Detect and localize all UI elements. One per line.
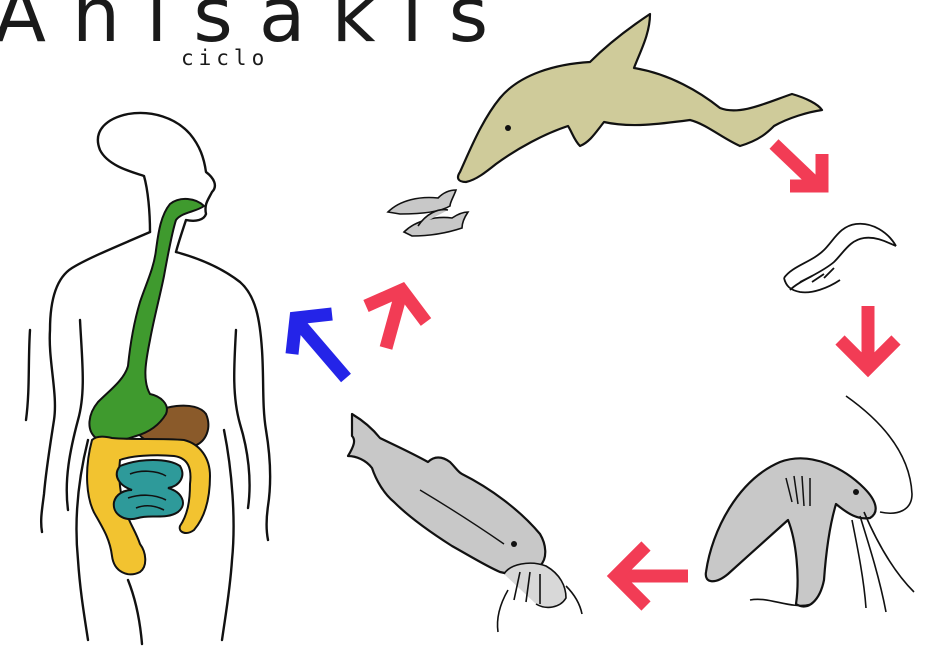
crustacean-eye	[853, 489, 859, 495]
arrow-fish-to-human	[292, 314, 346, 378]
dolphin	[458, 14, 822, 182]
fish	[348, 414, 545, 574]
crustacean	[706, 396, 914, 612]
small-fish-school	[388, 190, 468, 236]
cycle-arrow-crustacean-to-fish	[616, 546, 688, 606]
human-head-outline	[98, 113, 215, 252]
human-arm-line	[26, 330, 30, 420]
fish-eye	[511, 541, 517, 547]
anisakis-larva	[784, 224, 896, 293]
cycle-arrow-fish-to-dolphin	[366, 290, 426, 348]
cycle-arrow-larva-to-crustacean	[840, 306, 896, 368]
human-figure	[26, 113, 270, 644]
cycle-arrow-dolphin-to-larva	[774, 144, 822, 186]
dolphin-eye	[505, 125, 511, 131]
human-pelvis	[128, 580, 142, 644]
small-intestine	[114, 460, 183, 519]
human-waist-right	[222, 430, 234, 640]
human-torso-right-inner	[234, 330, 249, 508]
small-crustacean	[497, 563, 582, 632]
